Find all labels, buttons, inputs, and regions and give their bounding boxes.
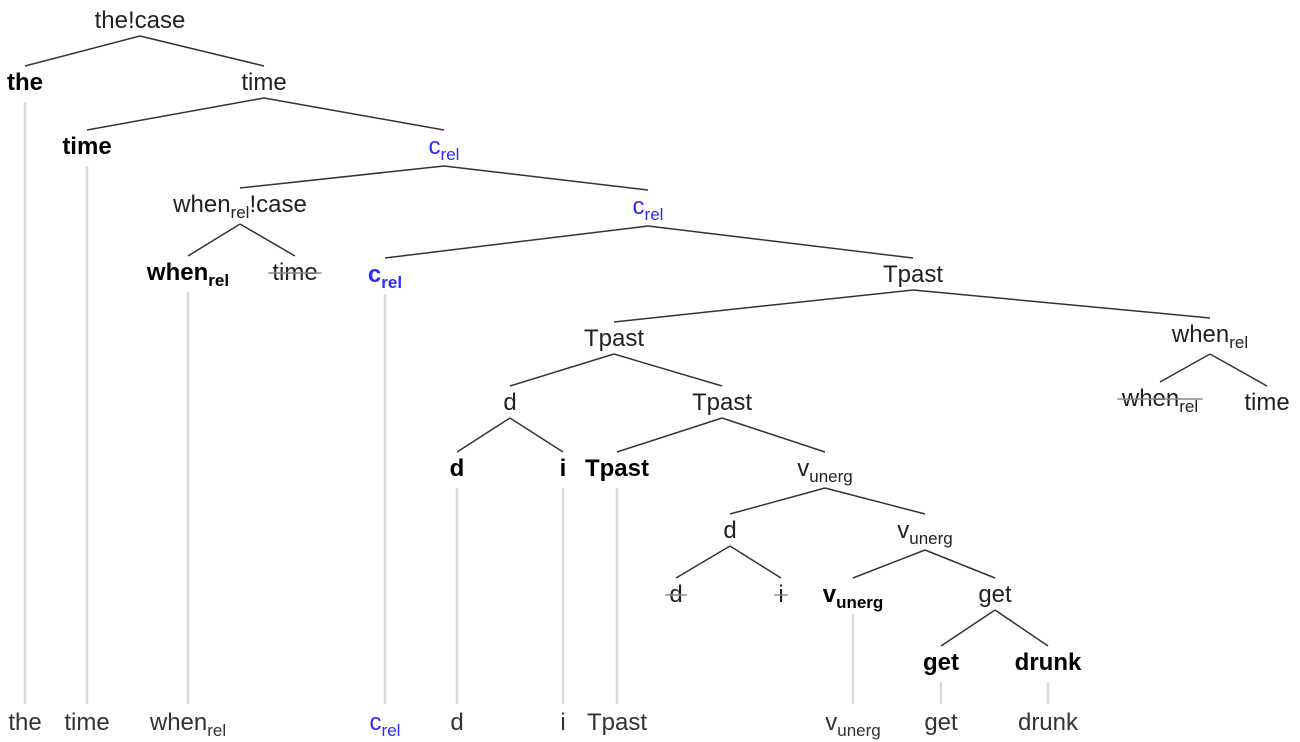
tree-node-deleted: whenrel [1121, 385, 1198, 416]
tree-node: time [62, 133, 111, 160]
terminal-word: time [64, 709, 109, 736]
tree-node: the [7, 69, 43, 96]
tree-node: time [1244, 389, 1289, 416]
tree-edge [852, 549, 926, 579]
tree-edge [263, 97, 445, 131]
tree-node: Tpast [883, 261, 943, 288]
tree-node: vunerg [797, 455, 852, 486]
projection-lines [23, 102, 1050, 704]
tree-nodes: the!case the time time crel whenrel!case crel w… [7, 7, 1290, 676]
tree-edge [443, 165, 649, 191]
tree-edge [616, 417, 723, 453]
tree-edge [139, 35, 265, 67]
tree-node: crel [368, 261, 402, 292]
tree-node: Tpast [692, 389, 752, 416]
tree-node: Tpast [584, 325, 644, 352]
terminal-word: drunk [1018, 709, 1079, 736]
terminal-word: whenrel [149, 709, 226, 740]
terminal-word: Tpast [587, 709, 647, 736]
tree-edge [924, 549, 996, 579]
tree-node: d [503, 389, 516, 416]
tree-node: crel [429, 133, 460, 164]
tree-edge [729, 487, 826, 515]
tree-edge [613, 289, 914, 323]
tree-edge [940, 609, 996, 647]
terminal-word: vunerg [825, 709, 880, 740]
tree-node: d [723, 517, 736, 544]
tree-node: get [978, 581, 1012, 608]
tree-node: crel [633, 193, 664, 224]
tree-edge [729, 545, 782, 579]
tree-edge [86, 97, 265, 131]
tree-node: whenrel!case [172, 191, 307, 222]
tree-edge [1209, 353, 1268, 387]
tree-edge [239, 165, 445, 189]
terminal-word: get [924, 709, 958, 736]
tree-edge [24, 35, 141, 67]
tree-edge [613, 353, 723, 387]
tree-edge [675, 545, 731, 579]
tree-node: d [450, 455, 465, 482]
terminal-word: crel [370, 709, 401, 740]
tree-edge [239, 223, 296, 257]
tree-node: whenrel [146, 259, 229, 290]
tree-node: i [560, 455, 567, 482]
tree-node: Tpast [585, 455, 649, 482]
tree-edge [384, 225, 649, 259]
tree-edge [912, 289, 1211, 319]
terminal-word: i [560, 709, 565, 736]
tree-edges [24, 35, 1268, 647]
tree-edge [1159, 353, 1211, 383]
tree-edge [824, 487, 926, 515]
tree-edge [509, 417, 564, 453]
tree-node: vunerg [823, 581, 884, 612]
tree-edge [509, 353, 615, 387]
tree-node: vunerg [897, 517, 952, 548]
terminal-word: d [450, 709, 463, 736]
tree-edge [456, 417, 511, 453]
tree-node: whenrel [1171, 321, 1248, 352]
tree-node: drunk [1015, 649, 1082, 676]
terminal-word: the [8, 709, 41, 736]
tree-node: the!case [95, 7, 186, 34]
tree-edge [647, 225, 914, 259]
tree-node: get [923, 649, 959, 676]
tree-edge [187, 223, 241, 257]
tree-edge [994, 609, 1049, 647]
tree-node: time [241, 69, 286, 96]
tree-edge [721, 417, 826, 453]
